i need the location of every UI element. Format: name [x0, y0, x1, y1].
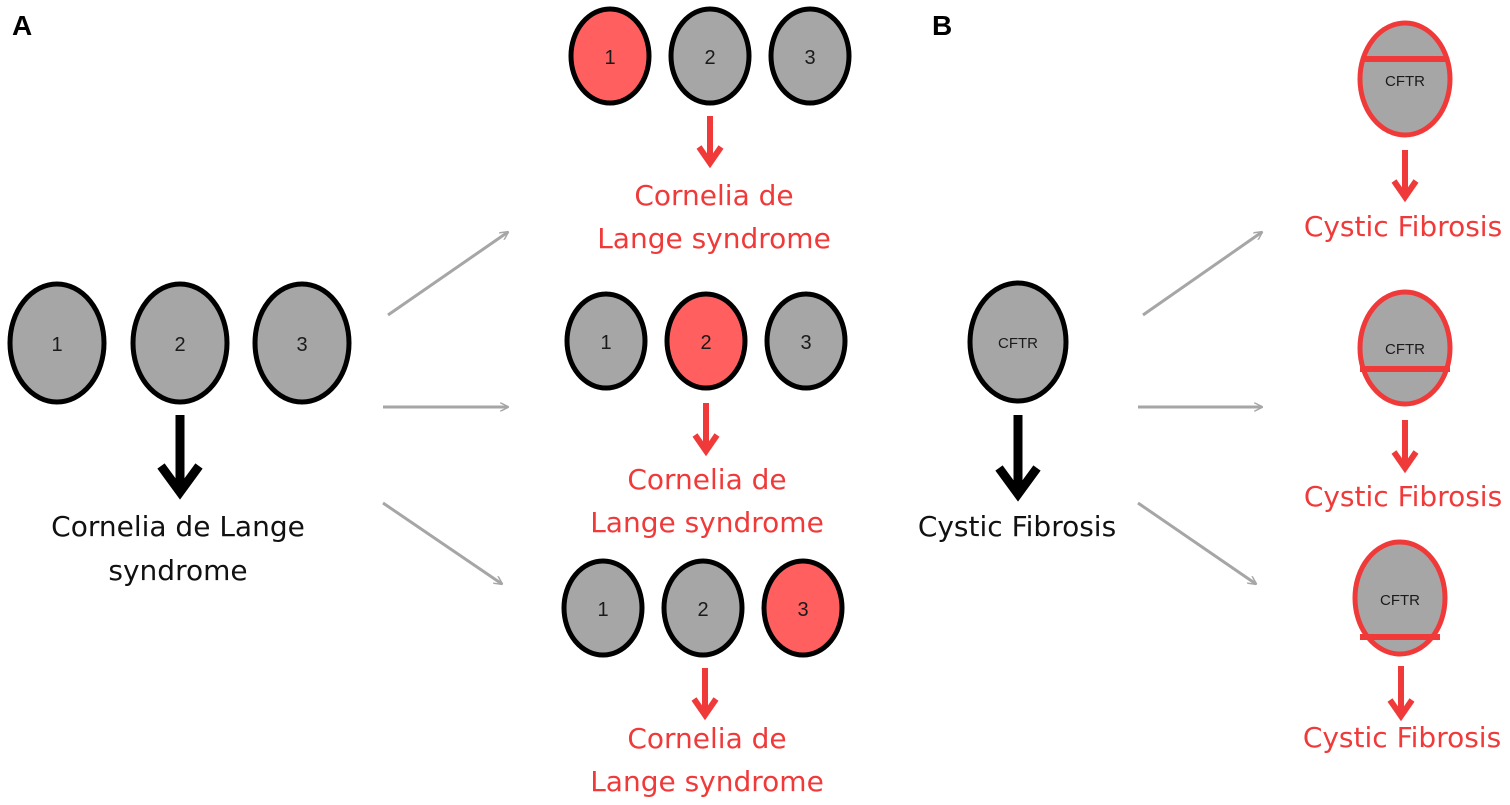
panel-b-outcome-3: CFTR Cystic Fibrosis [1303, 539, 1501, 754]
panel-b-outcome-2: CFTR Cystic Fibrosis [1304, 289, 1502, 513]
cftr-mutant-2-label: CFTR [1385, 341, 1425, 358]
outcome-3-gene-1-label: 1 [597, 599, 608, 621]
outcome-3-red-arrow [691, 668, 719, 721]
outcome-3-gene-3 [761, 558, 845, 658]
outcome-1-gene-3-label: 3 [804, 47, 815, 69]
outcome-1-gene-3 [768, 6, 852, 106]
panel-a-wildtype-genes: 1 2 3 [7, 281, 352, 405]
outcome-2-gene-3 [764, 291, 848, 391]
cftr-mutant-3-ellipse [1352, 539, 1448, 657]
branch-arrow-bottom [382, 501, 502, 584]
cftr-mutant-1-label: CFTR [1385, 73, 1425, 90]
outcome-3-disease-line-1: Cornelia de [627, 722, 786, 755]
gene-3-ellipse [252, 281, 352, 405]
outcome-1-gene-2 [668, 6, 752, 106]
outcome-1-gene-2-label: 2 [704, 47, 715, 69]
outcome-1-disease-line-2: Lange syndrome [597, 222, 831, 255]
panel-a-label: A [12, 10, 32, 41]
gene-1-ellipse [7, 281, 107, 405]
outcome-3-disease-line-2: Lange syndrome [590, 765, 824, 798]
gene-2-label: 2 [174, 334, 185, 356]
outcome-3-gene-2 [661, 558, 745, 658]
panel-b-wildtype-gene: CFTR [967, 280, 1069, 404]
panel-a-disease-line-1: Cornelia de Lange [51, 510, 305, 543]
panel-b-outcome-3-disease: Cystic Fibrosis [1303, 721, 1501, 754]
gene-2-ellipse [130, 281, 230, 405]
outcome-3-gene-3-label: 3 [797, 599, 808, 621]
outcome-3-gene-1 [561, 558, 645, 658]
outcome-1-gene-1 [568, 6, 652, 106]
cftr-gene-label: CFTR [998, 335, 1038, 352]
panel-a-branch-arrows [382, 232, 508, 584]
branch-b-arrow-top [1142, 232, 1262, 317]
outcome-2-disease-line-1: Cornelia de [627, 463, 786, 496]
panel-a-black-arrow [157, 415, 203, 500]
cftr-mutant-1-ellipse [1357, 20, 1453, 138]
panel-a-outcome-1: 1 2 3 Cornelia de Lange syndrome [568, 6, 852, 255]
cftr-mutant-3-label: CFTR [1380, 592, 1420, 609]
branch-b-arrow-bottom [1137, 501, 1256, 584]
panel-b-disease: Cystic Fibrosis [918, 510, 1116, 543]
panel-b-outcome-3-red-arrow [1387, 666, 1415, 722]
panel-a-outcome-3: 1 2 3 Cornelia de Lange syndrome [561, 558, 845, 798]
outcome-2-red-arrow [692, 403, 720, 457]
outcome-1-red-arrow [696, 116, 724, 169]
panel-b-outcome-1-red-arrow [1391, 150, 1419, 203]
outcome-2-gene-1 [564, 291, 648, 391]
panel-b-outcome-1: CFTR Cystic Fibrosis [1304, 20, 1502, 243]
panel-b-label: B [932, 10, 952, 41]
panel-a-disease-line-2: syndrome [108, 554, 247, 587]
outcome-1-gene-1-label: 1 [604, 47, 615, 69]
panel-a-outcome-2: 1 2 3 Cornelia de Lange syndrome [564, 291, 848, 539]
outcome-2-gene-3-label: 3 [800, 332, 811, 354]
panel-b-black-arrow [995, 415, 1041, 502]
panel-b-outcome-1-disease: Cystic Fibrosis [1304, 210, 1502, 243]
panel-b-outcome-2-red-arrow [1391, 420, 1419, 474]
gene-1-label: 1 [51, 334, 62, 356]
outcome-2-gene-1-label: 1 [600, 332, 611, 354]
cftr-mutant-2-ellipse [1357, 289, 1453, 407]
outcome-2-gene-2 [664, 291, 748, 391]
branch-arrow-top [387, 232, 508, 317]
outcome-1-disease-line-1: Cornelia de [634, 179, 793, 212]
panel-b-outcome-2-disease: Cystic Fibrosis [1304, 480, 1502, 513]
outcome-3-gene-2-label: 2 [697, 599, 708, 621]
panel-b-branch-arrows [1137, 232, 1262, 584]
outcome-2-disease-line-2: Lange syndrome [590, 506, 824, 539]
outcome-2-gene-2-label: 2 [700, 332, 711, 354]
cftr-gene-ellipse [967, 280, 1069, 404]
gene-3-label: 3 [296, 334, 307, 356]
